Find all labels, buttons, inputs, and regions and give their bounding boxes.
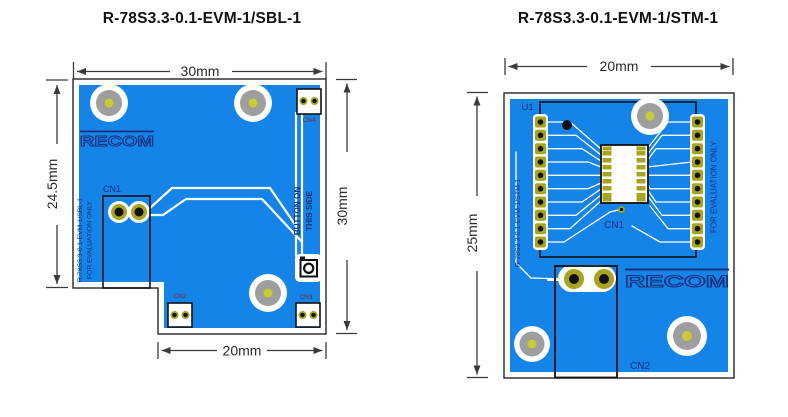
right-board-title: R-78S3.3-0.1-EVM-1/STM-1 xyxy=(517,10,719,27)
button-note-line2: THIS SIDE xyxy=(305,190,314,231)
recom-logo-right: RECOM xyxy=(624,268,730,292)
recom-logo-text: RECOM xyxy=(80,133,154,150)
left-board-dimensions xyxy=(46,62,357,359)
left-silkscreen-eval: FOR EVALUATION ONLY xyxy=(87,200,94,279)
right-board-traces xyxy=(515,121,693,281)
right-dim-left-label: 25mm xyxy=(464,214,480,253)
right-silkscreen-eval: FOR EVALUATION ONLY xyxy=(710,140,719,233)
left-cn1-connector xyxy=(102,195,151,289)
right-cn2-connector xyxy=(554,265,618,379)
left-cn2-connector xyxy=(167,302,193,328)
recom-logo-right-text: RECOM xyxy=(625,272,729,291)
right-mounting-holes xyxy=(514,97,707,362)
left-cn1-label: CN1 xyxy=(103,184,121,194)
via-dot xyxy=(562,120,572,130)
left-cn3-connector xyxy=(295,302,321,328)
right-silkscreen-part: R-78S3.3-0.1-EVM-1/STM-1 xyxy=(515,179,522,267)
right-cn1-label: CN1 xyxy=(604,220,624,231)
left-dim-bottom-label: 20mm xyxy=(223,343,262,359)
right-board: 20mm 25mm xyxy=(464,58,735,379)
left-silkscreen-part: R-78S3.3-0.1-EVM-1/SBL-1 xyxy=(77,198,84,282)
left-cn4-connector xyxy=(296,88,322,115)
cn1-footprint xyxy=(600,144,649,213)
left-cn4-label: CN4 xyxy=(302,117,315,124)
left-dim-left-label: 24.5mm xyxy=(44,159,60,210)
left-board-copper xyxy=(79,85,320,328)
left-cn2-label: CN2 xyxy=(173,293,186,300)
right-dim-top-label: 20mm xyxy=(600,58,639,74)
left-mounting-holes xyxy=(90,84,287,312)
recom-logo: RECOM xyxy=(80,130,155,151)
button-note-line1: BUTTON ON xyxy=(293,187,302,236)
right-board-dimensions xyxy=(467,58,734,379)
left-dim-top-label: 30mm xyxy=(181,63,220,79)
left-pin-header xyxy=(533,114,548,250)
left-board-title: R-78S3.3-0.1-EVM-1/SBL-1 xyxy=(102,10,302,27)
right-cn2-label: CN2 xyxy=(630,361,650,372)
left-board-traces xyxy=(122,111,304,258)
right-pin-header xyxy=(690,114,705,250)
left-board: 30mm 24.5mm 30mm 20mm xyxy=(44,62,357,359)
left-dim-right-label: 30mm xyxy=(334,187,350,226)
button-icon xyxy=(295,254,322,282)
left-cn3-label: CN3 xyxy=(299,294,312,301)
u1-label: U1 xyxy=(522,102,534,113)
